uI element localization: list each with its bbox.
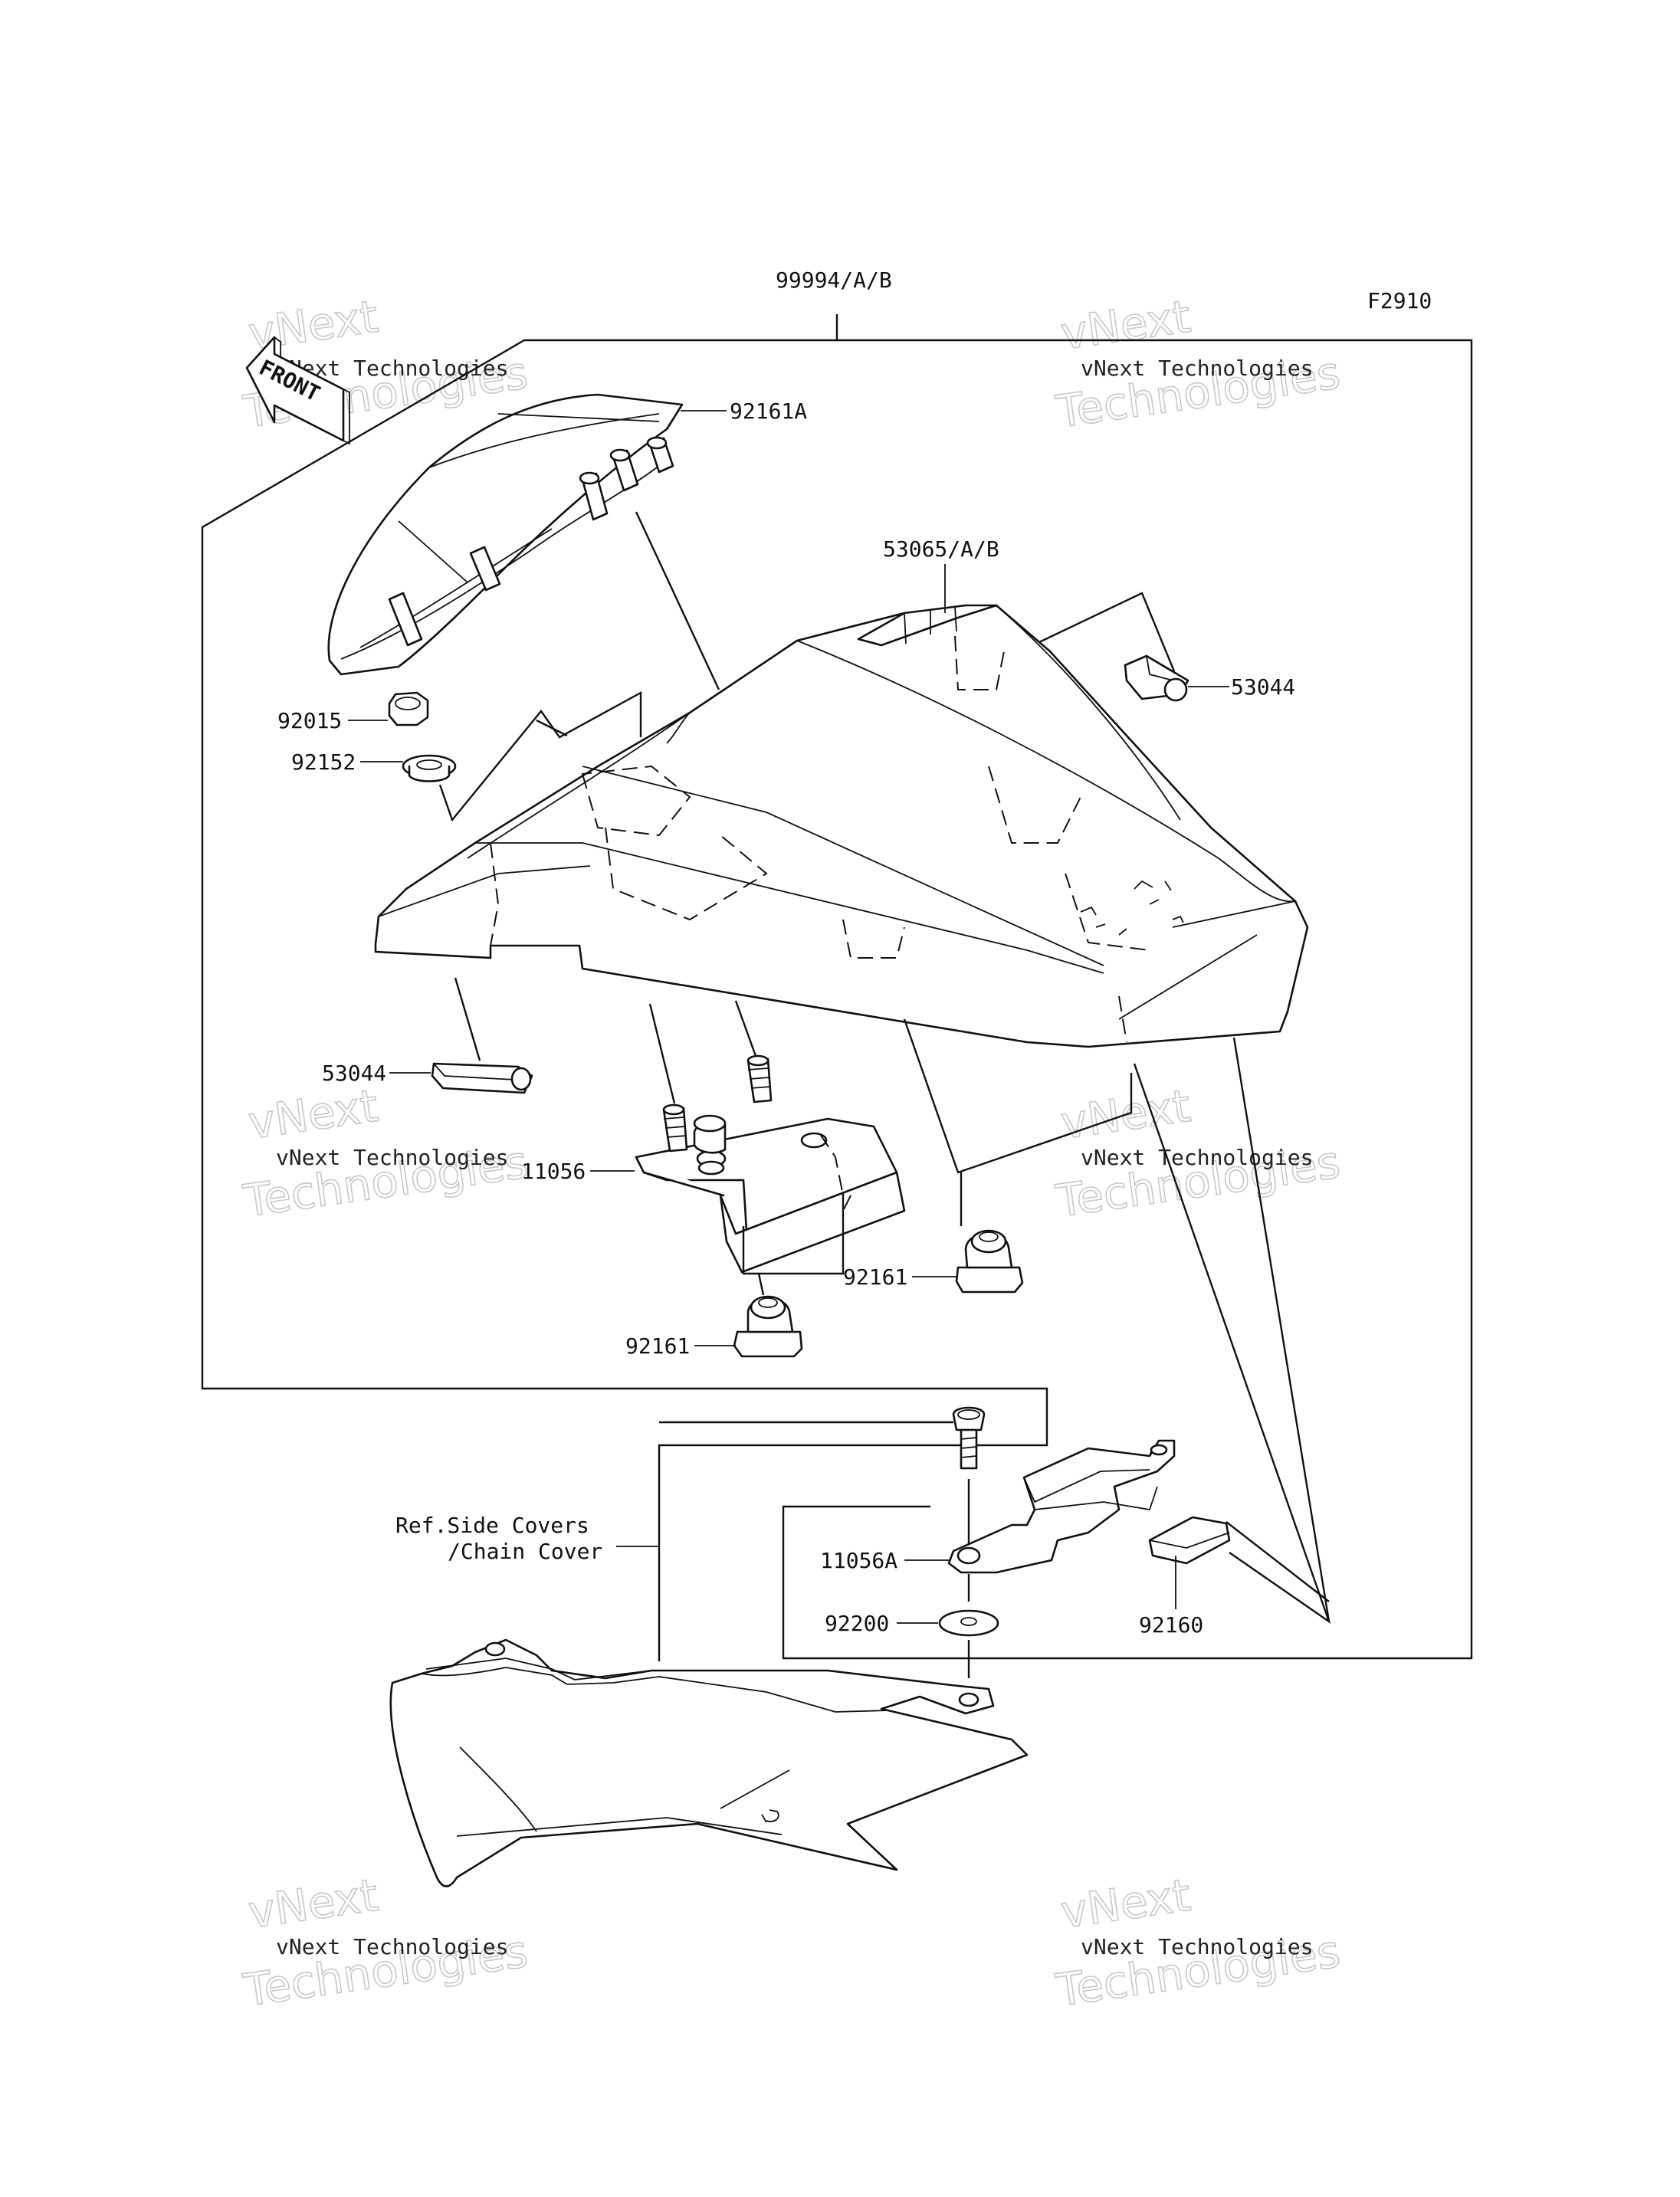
figure-code: F2910 — [1367, 288, 1432, 313]
callout-92161A: 92161A — [730, 398, 807, 424]
svg-text:vNext: vNext — [1058, 290, 1193, 360]
callout-53065: 53065/A/B — [883, 536, 999, 562]
svg-text:vNext: vNext — [1058, 1869, 1193, 1939]
watermark-mid-right: vNext Technologies vNext Technologies — [1052, 1079, 1344, 1228]
flange-nut — [388, 691, 429, 726]
trim-clip-left — [431, 1062, 533, 1094]
callout-53044-left: 53044 — [322, 1061, 386, 1086]
rubber-damper-right — [955, 1229, 1024, 1294]
svg-text:vNext Technologies: vNext Technologies — [1081, 356, 1313, 381]
callout-92161-right: 92161 — [843, 1264, 907, 1290]
single-seat-cowl — [374, 604, 1309, 1048]
svg-text:vNext Technologies: vNext Technologies — [276, 1145, 508, 1170]
callout-92161-left: 92161 — [625, 1333, 690, 1359]
rubber-damper-left — [733, 1295, 803, 1358]
watermark-bottom-left: vNext Technologies vNext Technologies — [239, 1868, 531, 2017]
watermark-mid-left: vNext Technologies vNext Technologies — [239, 1079, 531, 1228]
reference-note-line2: /Chain Cover — [448, 1539, 602, 1564]
screw — [952, 1406, 986, 1470]
svg-text:vNext: vNext — [245, 1080, 381, 1149]
callout-92200: 92200 — [825, 1611, 889, 1636]
callout-11056: 11056 — [521, 1159, 586, 1184]
side-cover — [389, 1638, 1029, 1887]
watermark-top-right: vNext Technologies vNext Technologies — [1052, 290, 1344, 438]
mounting-bracket — [635, 1054, 906, 1274]
assembly-outline — [201, 339, 1048, 1661]
watermark-bottom-right: vNext Technologies vNext Technologies — [1052, 1868, 1344, 2017]
assembly-outline-right — [782, 339, 1473, 1660]
svg-text:vNext Technologies: vNext Technologies — [276, 1934, 508, 1959]
callout-92152: 92152 — [291, 749, 356, 775]
callout-92160: 92160 — [1139, 1612, 1203, 1638]
callout-11056A: 11056A — [820, 1548, 897, 1573]
reference-note-line1: Ref.Side Covers — [395, 1513, 589, 1538]
bracket-plate — [947, 1439, 1176, 1574]
callout-53044-right: 53044 — [1231, 674, 1295, 700]
front-arrow-icon: FRONT — [245, 336, 350, 445]
svg-text:vNext Technologies: vNext Technologies — [1081, 1934, 1313, 1959]
trim-clip-right — [1124, 654, 1189, 702]
callout-99994: 99994/A/B — [776, 267, 892, 293]
seat-cowl-pad — [327, 393, 684, 676]
rubber-pad — [1148, 1516, 1231, 1565]
collar-washer — [402, 754, 457, 782]
washer — [938, 1609, 999, 1637]
callout-92015: 92015 — [277, 708, 342, 733]
svg-text:vNext Technologies: vNext Technologies — [1081, 1145, 1313, 1170]
svg-text:vNext: vNext — [245, 1869, 381, 1939]
